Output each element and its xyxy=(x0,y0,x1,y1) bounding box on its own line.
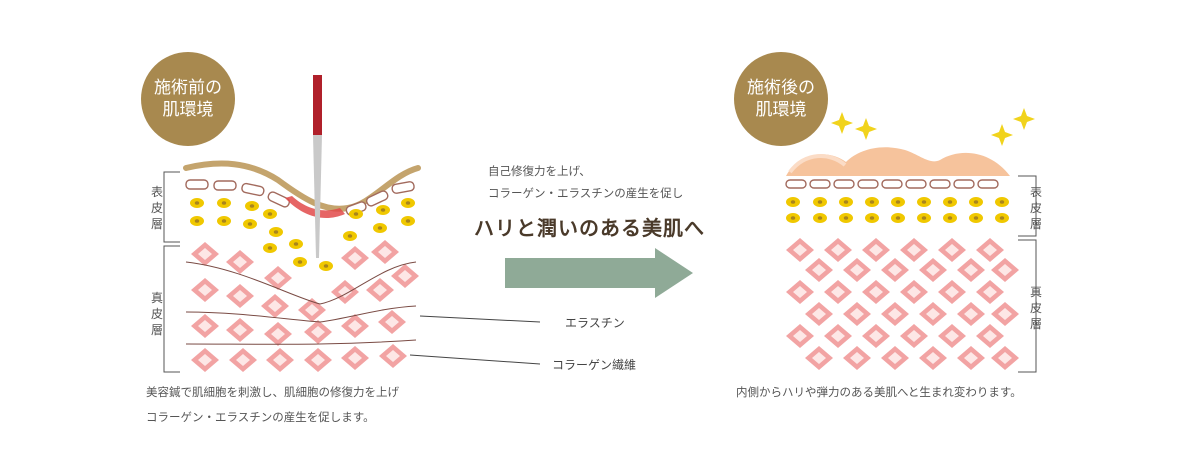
after-brackets xyxy=(1018,175,1037,373)
elastin-label: エラスチン xyxy=(565,316,625,330)
after-badge: 施術後の 肌環境 xyxy=(734,52,828,146)
after-caption: 内側からハリや弾力のある美肌へと生まれ変わります。 xyxy=(736,385,1022,399)
transition-arrow xyxy=(505,248,693,298)
after-badge-line2: 肌環境 xyxy=(755,100,807,120)
after-dermis-label: 真皮層 xyxy=(1029,285,1042,331)
before-dermis-label: 真皮層 xyxy=(150,291,163,337)
before-badge: 施術前の 肌環境 xyxy=(141,52,235,146)
before-skin-panel xyxy=(183,75,421,372)
middle-headline: ハリと潤いのある美肌へ xyxy=(474,216,705,240)
after-collagen xyxy=(786,238,1019,370)
after-epidermis-label: 表皮層 xyxy=(1029,185,1042,231)
after-skin-panel xyxy=(785,147,1019,370)
needle-handle xyxy=(313,75,322,135)
after-surface-bumps xyxy=(786,147,1010,176)
after-fat-cells xyxy=(786,197,1009,223)
before-caption-line2: コラーゲン・エラスチンの産生を促します。 xyxy=(146,410,375,424)
needle-shaft xyxy=(313,135,322,258)
after-chain-cells xyxy=(785,179,999,189)
before-epidermis-label: 表皮層 xyxy=(150,185,163,231)
before-badge-line1: 施術前の xyxy=(154,78,222,98)
middle-line2: コラーゲン・エラスチンの産生を促し xyxy=(488,186,684,200)
sparkle-icons xyxy=(831,108,1035,146)
collagen-label: コラーゲン繊維 xyxy=(552,358,637,372)
after-badge-line1: 施術後の xyxy=(747,78,815,98)
before-chain-cells xyxy=(185,179,415,216)
middle-line1: 自己修復力を上げ、 xyxy=(488,164,591,178)
before-badge-line2: 肌環境 xyxy=(162,100,214,120)
before-caption-line1: 美容鍼で肌細胞を刺激し、肌細胞の修復力を上げ xyxy=(146,385,399,399)
elastin-leader xyxy=(419,315,541,323)
before-skin-surface xyxy=(183,160,421,212)
before-brackets xyxy=(163,171,180,373)
collagen-leader xyxy=(409,354,541,365)
